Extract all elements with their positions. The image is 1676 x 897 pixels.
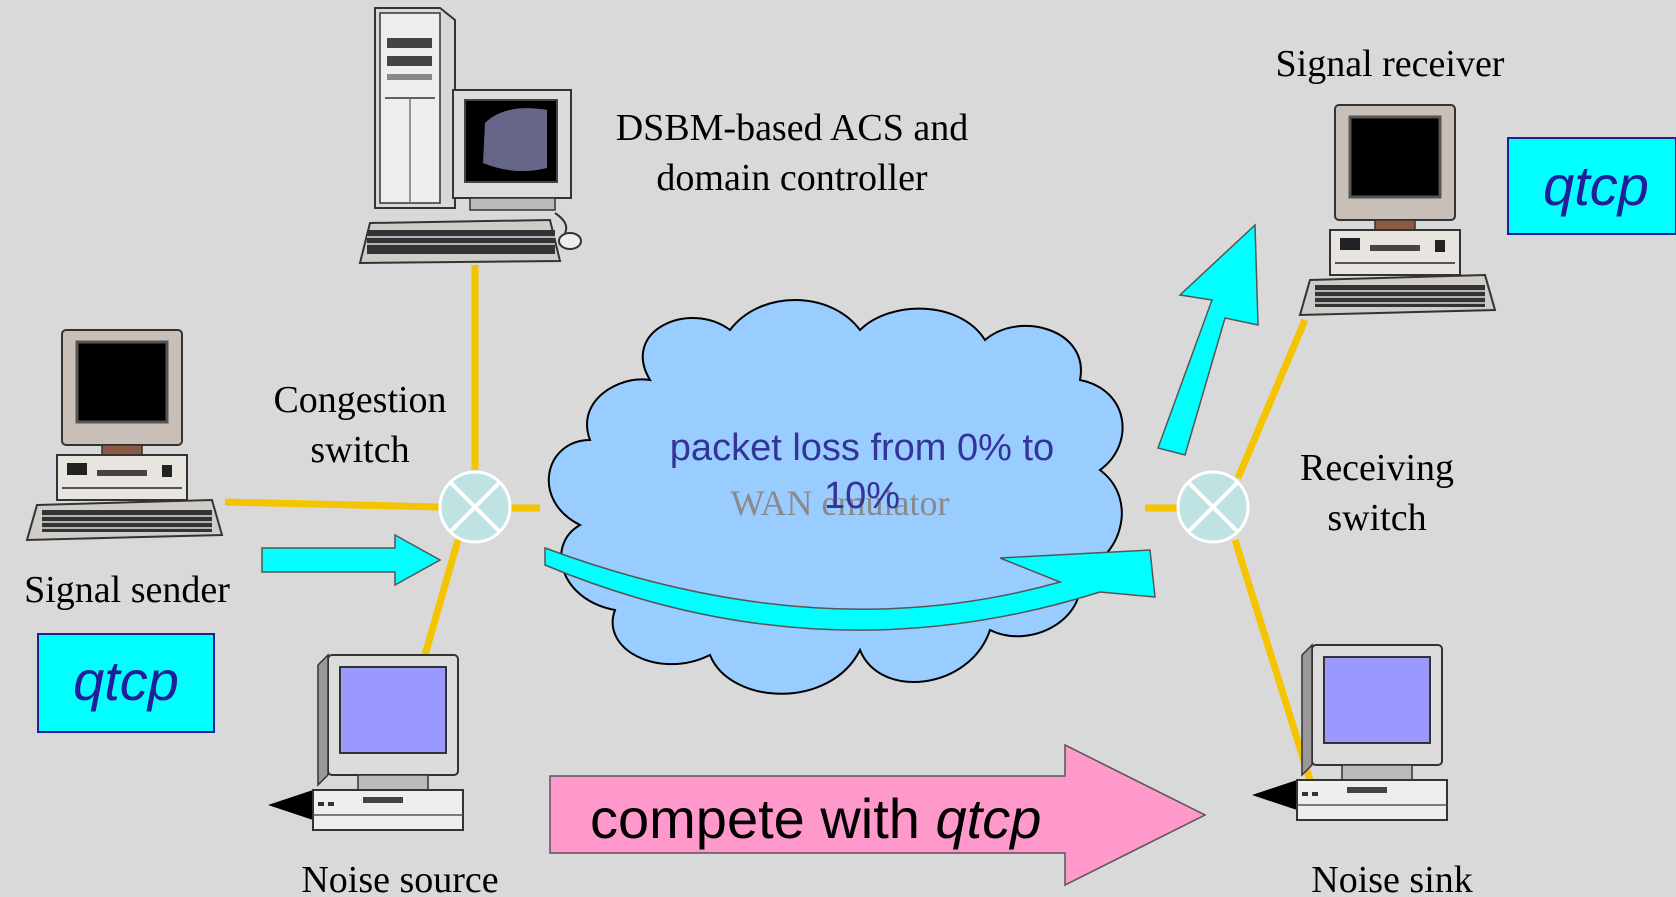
qtcp-sender-label: qtcp [73,649,179,712]
link-receiving-switch-to-receiver [1234,318,1309,480]
noise-sink-label: Noise sink [1311,859,1473,897]
packet-loss-label-line2: 10% [824,475,900,517]
congestion-switch-label-line2: switch [310,429,409,471]
qtcp-sender-box: qtcp [37,633,215,733]
wan-flow-arrow [544,546,1156,631]
noise-sink-computer-icon [1251,644,1448,821]
qtcp-receiver-box: qtcp [1507,137,1676,235]
signal-flow-arrows [261,223,1259,631]
sender-flow-arrow [261,533,442,587]
signal-receiver-label: Signal receiver [1276,43,1505,85]
qtcp-receiver-label: qtcp [1543,154,1649,217]
congestion-switch-label-line1: Congestion [273,379,446,421]
compete-arrow: compete with qtcp [549,743,1207,887]
signal-sender-label: Signal sender [24,569,230,611]
link-receiving-switch-to-noise-sink [1231,538,1314,782]
signal-receiver-computer-icon [1298,103,1497,317]
signal-sender-computer-icon [25,328,224,542]
receiving-switch-icon [1176,470,1250,544]
acs-label-line1: DSBM-based ACS and [616,107,969,149]
receiver-flow-arrow [1157,223,1259,456]
link-noise-source-to-congestion-switch [421,539,462,656]
noise-source-label: Noise source [301,859,498,897]
noise-source-computer-icon [267,654,464,831]
link-sender-to-congestion-switch [224,498,441,511]
receiving-switch-label-line2: switch [1327,497,1426,539]
server-icon [358,7,582,265]
congestion-switch-icon [438,470,512,544]
receiving-switch-label-line1: Receiving [1300,447,1454,489]
acs-label-line2: domain controller [656,157,928,199]
packet-loss-label-line1: packet loss from 0% to [670,427,1054,469]
wan-emulator-label: WAN emulator [731,483,950,523]
compete-label: compete with qtcp [590,787,1041,850]
network-links [224,265,1314,782]
